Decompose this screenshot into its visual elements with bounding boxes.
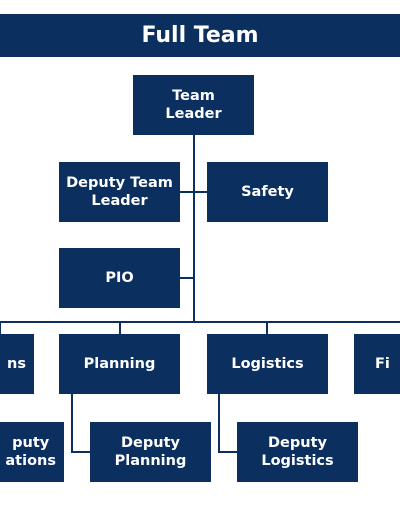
team-leader-box: Team Leader [133,75,254,135]
elbow-logistics [218,394,237,453]
deputy-operations-box: puty ations [0,422,64,482]
deputy-logistics-box: Deputy Logistics [237,422,358,482]
elbow-planning [71,394,90,453]
finance-box: Fi [354,334,400,394]
safety-box: Safety [207,162,328,222]
planning-box: Planning [59,334,180,394]
deputy-team-leader-box: Deputy Team Leader [59,162,180,222]
logistics-box: Logistics [207,334,328,394]
pio-box: PIO [59,248,180,308]
deputy-planning-box: Deputy Planning [90,422,211,482]
operations-box: ns [0,334,34,394]
chart-title: Full Team [0,14,400,57]
